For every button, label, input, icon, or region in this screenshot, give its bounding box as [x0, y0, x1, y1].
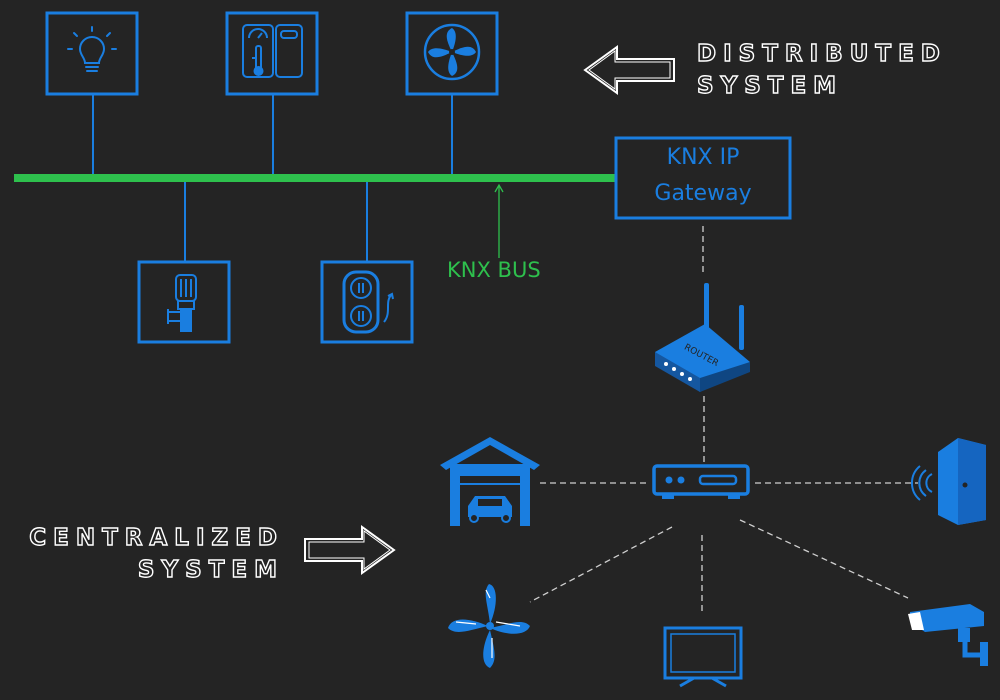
- fan-icon: [423, 23, 481, 81]
- door-sensor-icon: [910, 438, 986, 525]
- garage-icon: [440, 437, 540, 526]
- centralized-title-line-2: SYSTEM: [137, 556, 284, 583]
- central-hub-icon: [652, 464, 750, 499]
- radiator-valve-icon: [167, 274, 197, 332]
- gateway-line-2: Gateway: [654, 181, 752, 206]
- thermostat-device: [225, 11, 319, 96]
- knx-ip-gateway-label: KNX IP Gateway: [616, 140, 790, 212]
- security-camera-icon: [908, 604, 988, 666]
- knx-ip-gateway-box: [614, 136, 792, 220]
- wall-switch-icon: [342, 270, 394, 334]
- distributed-title-line-2: SYSTEM: [696, 72, 844, 99]
- distributed-title-line-1: DISTRIBUTED: [696, 40, 947, 67]
- light-bulb-device: [45, 11, 139, 96]
- wall-switch-device: [320, 260, 414, 344]
- gateway-line-1: KNX IP: [666, 145, 740, 170]
- knx-bus-label: KNX BUS: [447, 258, 541, 282]
- tv-icon: [663, 626, 743, 688]
- light-bulb-icon: [67, 26, 117, 72]
- dashed-connections: [529, 226, 918, 612]
- bus-connectors: [92, 94, 453, 262]
- bus-arrow: [494, 183, 504, 258]
- centralized-title-line-1: CENTRALIZED: [29, 524, 284, 551]
- ceiling-fan-icon: [448, 584, 530, 668]
- arrow-left-icon: [583, 45, 675, 95]
- router-icon: ROUTER: [655, 283, 750, 392]
- distributed-system-title: DISTRIBUTED SYSTEM: [696, 38, 947, 102]
- arrow-right-icon: [304, 525, 396, 575]
- centralized-system-title: CENTRALIZED SYSTEM: [28, 522, 284, 586]
- fan-device: [405, 11, 499, 96]
- radiator-valve-device: [137, 260, 231, 344]
- thermostat-panel-icon: [242, 24, 303, 78]
